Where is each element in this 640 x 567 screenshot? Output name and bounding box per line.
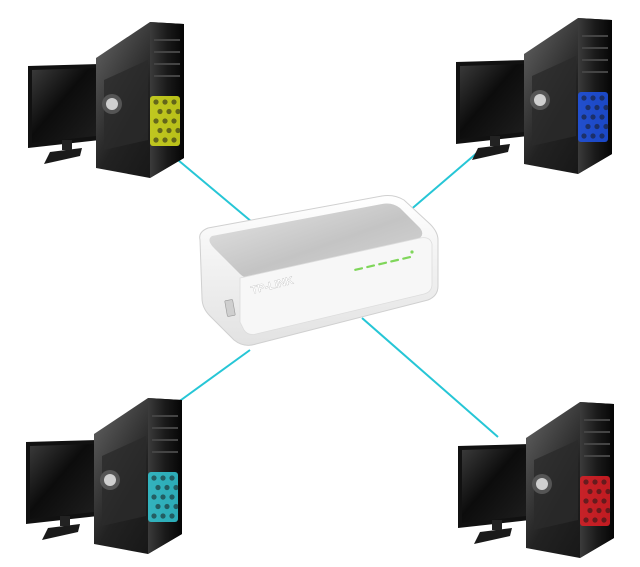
status-led: [366, 264, 376, 269]
computer-bottom-right: [458, 402, 614, 558]
fan-grille-hole: [605, 507, 611, 514]
cable-bottom-left: [169, 349, 251, 409]
fan-grille-hole: [603, 104, 609, 111]
fan-grille-hole: [583, 498, 589, 504]
fan-grille-hole: [603, 123, 609, 130]
fan-grille-hole: [164, 484, 170, 491]
status-led: [390, 258, 400, 263]
fan-grille-hole: [160, 513, 166, 519]
power-led: [410, 250, 414, 254]
cable-bottom-right: [361, 317, 499, 438]
fan-grille-hole: [162, 137, 168, 143]
fan-grille-hole: [151, 475, 157, 481]
fan-grille-hole: [585, 123, 591, 130]
fan-grille-hole: [581, 95, 587, 101]
fan-grille-hole: [605, 488, 611, 495]
tower: [96, 22, 184, 178]
fan-grille-hole: [581, 114, 587, 120]
fan-grille-hole: [171, 118, 177, 124]
fan-grille-hole: [169, 513, 175, 519]
fan-grille-hole: [173, 503, 179, 510]
fan-grille-hole: [601, 479, 607, 485]
fan-grille-hole: [171, 137, 177, 143]
status-led: [354, 267, 364, 271]
fan-grille-hole: [592, 517, 598, 523]
fan-grille-hole: [175, 127, 181, 134]
fan-grille-hole: [594, 104, 600, 111]
fan-grille-hole: [590, 95, 596, 101]
fan-grille-hole: [599, 133, 605, 139]
cable-group: [169, 151, 499, 438]
status-leds: [354, 250, 414, 271]
fan-grille-hole: [160, 475, 166, 481]
switch-front-face: [239, 237, 433, 335]
fan-grille-hole: [153, 118, 159, 124]
fan-grille-hole: [157, 127, 163, 134]
fan-grille-hole: [169, 494, 175, 500]
fan-grille-hole: [173, 484, 179, 491]
fan-grille-hole: [585, 104, 591, 111]
fan-grille-hole: [587, 507, 593, 514]
fan-grille-hole: [583, 479, 589, 485]
fan-grille-hole: [164, 503, 170, 510]
fan-grille-hole: [166, 127, 172, 134]
fan-grille-hole: [599, 95, 605, 101]
monitor: [28, 64, 100, 164]
fan-grille-hole: [592, 498, 598, 504]
network-switch: TP-LINK: [199, 195, 439, 346]
fan-grille-hole: [169, 475, 175, 481]
fan-grille-hole: [157, 108, 163, 115]
fan-grille-hole: [596, 488, 602, 495]
monitor: [456, 60, 528, 160]
tower: [524, 18, 612, 174]
monitor: [26, 440, 98, 540]
tower: [526, 402, 614, 558]
cable-top-left: [177, 159, 253, 223]
fan-grille-hole: [166, 108, 172, 115]
computer-bottom-left: [26, 398, 182, 554]
fan-grille-hole: [175, 108, 181, 115]
fan-grille-hole: [601, 517, 607, 523]
fan-grille-hole: [594, 123, 600, 130]
fan-grille-hole: [590, 133, 596, 139]
fan-grille-hole: [162, 118, 168, 124]
fan-grille-hole: [596, 507, 602, 514]
fan-grille-hole: [592, 479, 598, 485]
fan-grille-hole: [153, 99, 159, 105]
computer-top-right: [456, 18, 612, 174]
tower: [94, 398, 182, 554]
fan-grille-hole: [599, 114, 605, 120]
fan-grille-hole: [583, 517, 589, 523]
fan-grille-hole: [581, 133, 587, 139]
computer-top-left: [28, 22, 184, 178]
status-led: [378, 261, 388, 266]
fan-grille-hole: [587, 488, 593, 495]
fan-grille-hole: [151, 494, 157, 500]
fan-grille-hole: [171, 99, 177, 105]
switch-top-panel: [209, 203, 423, 279]
fan-grille-hole: [601, 498, 607, 504]
fan-grille-hole: [155, 484, 161, 491]
fan-grille-hole: [160, 494, 166, 500]
fan-grille-hole: [590, 114, 596, 120]
status-led: [402, 255, 412, 260]
power-port: [224, 299, 236, 317]
monitor: [458, 444, 530, 544]
fan-grille-hole: [153, 137, 159, 143]
fan-grille-hole: [151, 513, 157, 519]
fan-grille-hole: [155, 503, 161, 510]
fan-grille-hole: [162, 99, 168, 105]
cable-top-right: [407, 151, 479, 213]
